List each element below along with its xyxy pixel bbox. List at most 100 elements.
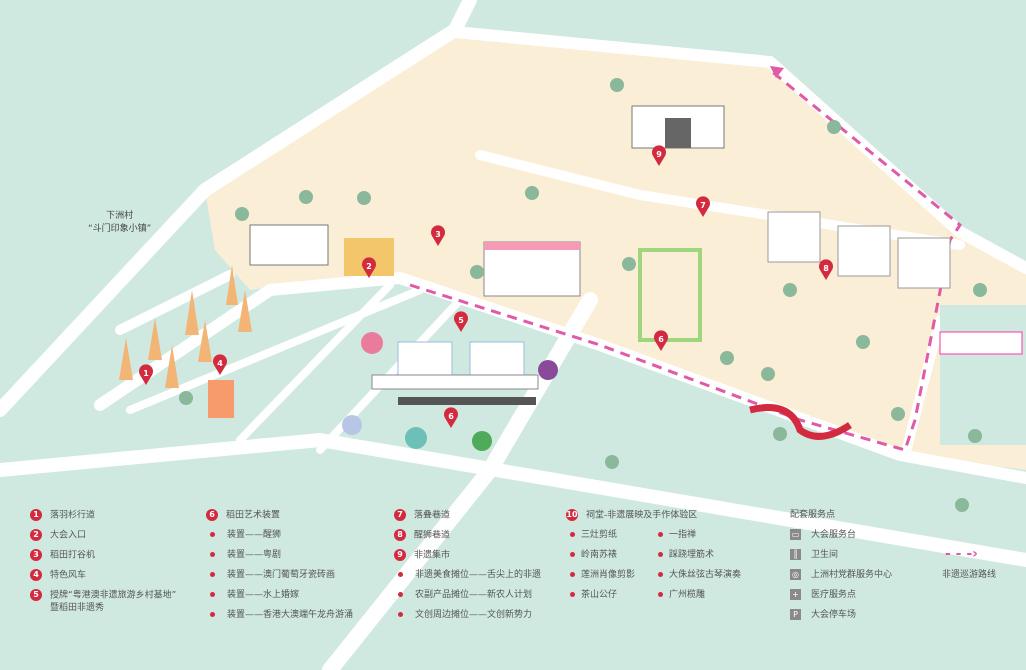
legend-label: 卫生间 [811,550,839,560]
map-pin-icon [696,196,711,217]
legend-label: 装置——水上婚嫁 [227,590,300,600]
legend-label: 农副产品摊位——新农人计划 [415,590,533,600]
legend-subitem: 农副产品摊位——新农人计划 [394,589,532,601]
map-pin-icon [362,257,376,278]
legend-subitem: 莲洲肖像剪影 [566,569,635,581]
bullet-icon [398,612,403,617]
marker-badge: 2 [30,529,42,541]
bullet-icon [570,552,575,557]
legend-subitem: 三灶剪纸 [566,529,617,541]
map-marker-3[interactable]: 3 [431,225,445,246]
legend-subitem: 装置——粤剧 [206,549,281,561]
map-marker-4[interactable]: 4 [213,354,228,375]
map-pin-icon [139,364,154,385]
map-marker-5[interactable]: 5 [454,311,468,332]
legend-label: 大会入口 [50,530,87,541]
marker-badge: 6 [206,509,218,521]
marker-badge: 4 [30,569,42,581]
marker-badge: 10 [566,509,578,521]
map-marker-2[interactable]: 2 [362,257,376,278]
service-item[interactable]: ◎上洲村党群服务中心 [790,569,892,581]
map-marker-6[interactable]: 6 [444,407,459,428]
map-pin-icon [431,225,445,246]
legend-label: 广州榄雕 [669,590,706,600]
legend-subitem: 一指禅 [654,529,696,541]
legend-subitem: 装置——澳门葡萄牙瓷砖画 [206,569,335,581]
route-legend-label: 非遗巡游路线 [942,570,997,580]
legend-subitem: 广州榄雕 [654,589,705,601]
legend-label: 装置——香港大澳端午龙舟游涌 [227,610,354,620]
legend-label: 装置——澳门葡萄牙瓷砖画 [227,570,336,580]
marker-badge: 3 [30,549,42,561]
legend-subitem: 茶山公仔 [566,589,617,601]
map-marker-6[interactable]: 6 [654,330,668,351]
route-legend-icon: - - -› [945,546,978,562]
legend-label: 非遗集市 [414,550,451,561]
legend-item-10[interactable]: 10 祠堂-非遗展映及手作体验区 [566,509,697,522]
service-item[interactable]: + 医疗服务点 [790,589,856,601]
service-desk-icon: ▭ [790,529,801,540]
dragon-boat [749,404,852,440]
bullet-icon [210,552,215,557]
legend-subitem: 装置——水上婚嫁 [206,589,299,601]
legend-label: 特色风车 [50,570,87,581]
map-pin-icon [818,259,833,280]
legend-label: 三灶剪纸 [581,530,618,540]
village-name: 下洲村 [106,211,134,221]
marker-number: 5 [458,316,464,325]
map-pin-icon [454,311,468,332]
legend-subitem: 非遗美食摊位——舌尖上的非遗 [394,569,541,581]
legend-subitem: 文创周边摊位——文创新势力 [394,609,532,621]
services-title: 配套服务点 [790,510,836,520]
bullet-icon [570,532,575,537]
service-item[interactable]: ║卫生间 [790,549,838,561]
legend-item-2[interactable]: 2 大会入口 [30,529,86,542]
legend-item-5[interactable]: 5 授牌“粤港澳非遗旅游乡村基地”暨稻田非遗秀 [30,589,176,614]
service-item[interactable]: ▭大会服务台 [790,529,856,541]
map-marker-7[interactable]: 7 [696,196,711,217]
service-item[interactable]: P 大会停车场 [790,609,856,621]
legend-subitem: 岭南苏裱 [566,549,617,561]
legend-item-9[interactable]: 9 非遗集市 [394,549,450,562]
map-marker-8[interactable]: 8 [818,259,833,280]
map-pin-icon [213,354,228,375]
legend-label: 茶山公仔 [581,590,618,600]
bullet-icon [210,612,215,617]
heritage-route [409,68,963,452]
marker-badge: 9 [394,549,406,561]
map-marker-9[interactable]: 9 [652,145,666,166]
parking-icon: P [790,609,801,620]
marker-badge: 1 [30,509,42,521]
legend-label: 大会停车场 [811,610,857,620]
legend-label: 踩跷埋筋术 [669,550,715,560]
legend-label: 落羽杉行道 [50,510,96,521]
legend-item-4[interactable]: 4 特色风车 [30,569,86,582]
legend-label: 落叠巷道 [414,510,451,521]
legend-subitem: 装置——香港大澳端午龙舟游涌 [206,609,353,621]
legend-label: 上洲村党群服务中心 [811,570,893,580]
medical-icon: + [790,589,801,600]
village-zone [205,35,1026,470]
marker-number: 6 [448,412,454,421]
marker-number: 7 [700,201,706,210]
bullet-icon [398,592,403,597]
bullet-icon [658,532,663,537]
marker-badge: 5 [30,589,42,601]
legend-label: 岭南苏裱 [581,550,618,560]
legend-item-1[interactable]: 1 落羽杉行道 [30,509,95,522]
legend-label: 醒狮巷道 [414,530,451,541]
marker-number: 3 [435,230,441,239]
legend-label: 文创周边摊位——文创新势力 [415,610,533,620]
marker-number: 6 [658,335,664,344]
legend-label-cont: 暨稻田非遗秀 [50,602,105,613]
legend-label: 授牌“粤港澳非遗旅游乡村基地” [50,590,177,601]
legend-label: 医疗服务点 [811,590,857,600]
legend-label: 祠堂-非遗展映及手作体验区 [586,510,698,521]
map-marker-1[interactable]: 1 [139,364,154,385]
